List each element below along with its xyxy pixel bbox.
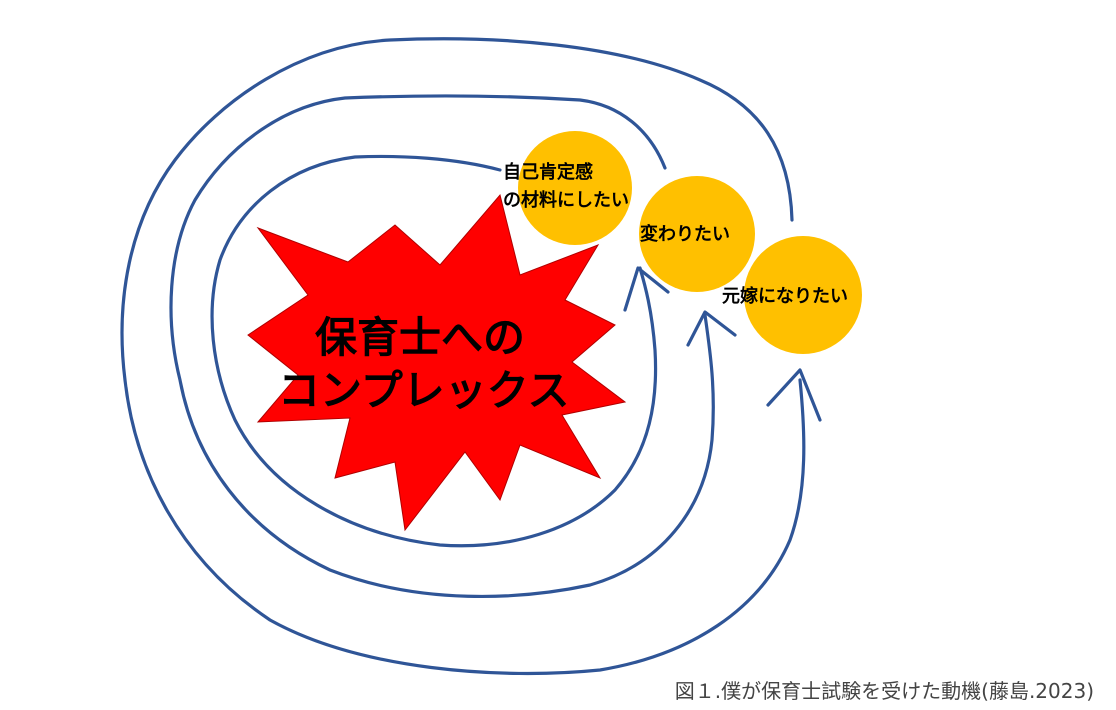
bubble-want-to-change [639, 176, 755, 292]
burst-text-line1: 保育士への [315, 313, 525, 362]
bubble-self-esteem-line2: の材料にしたい [503, 189, 629, 211]
inner-spiral-arrowhead [623, 266, 670, 312]
bubble-self-esteem [518, 131, 632, 245]
bubble-want-to-become-label: 元嫁になりたい [722, 285, 848, 307]
inner-spiral-path [210, 154, 658, 548]
bubble-want-to-change-label: 変わりたい [640, 223, 730, 245]
middle-spiral-path [169, 94, 715, 599]
middle-spiral-arrowhead [686, 310, 737, 347]
figure-caption: 図１.僕が保育士試験を受けた動機(藤島.2023) [674, 679, 1094, 703]
outer-spiral-path [120, 37, 806, 676]
outer-spiral-arrowhead [766, 368, 822, 422]
bubble-want-to-become [744, 236, 862, 354]
burst-text-line2: コンプレックス [278, 366, 569, 415]
bubble-self-esteem-line1: 自己肯定感 [503, 161, 593, 183]
complex-burst-shape [247, 193, 627, 532]
